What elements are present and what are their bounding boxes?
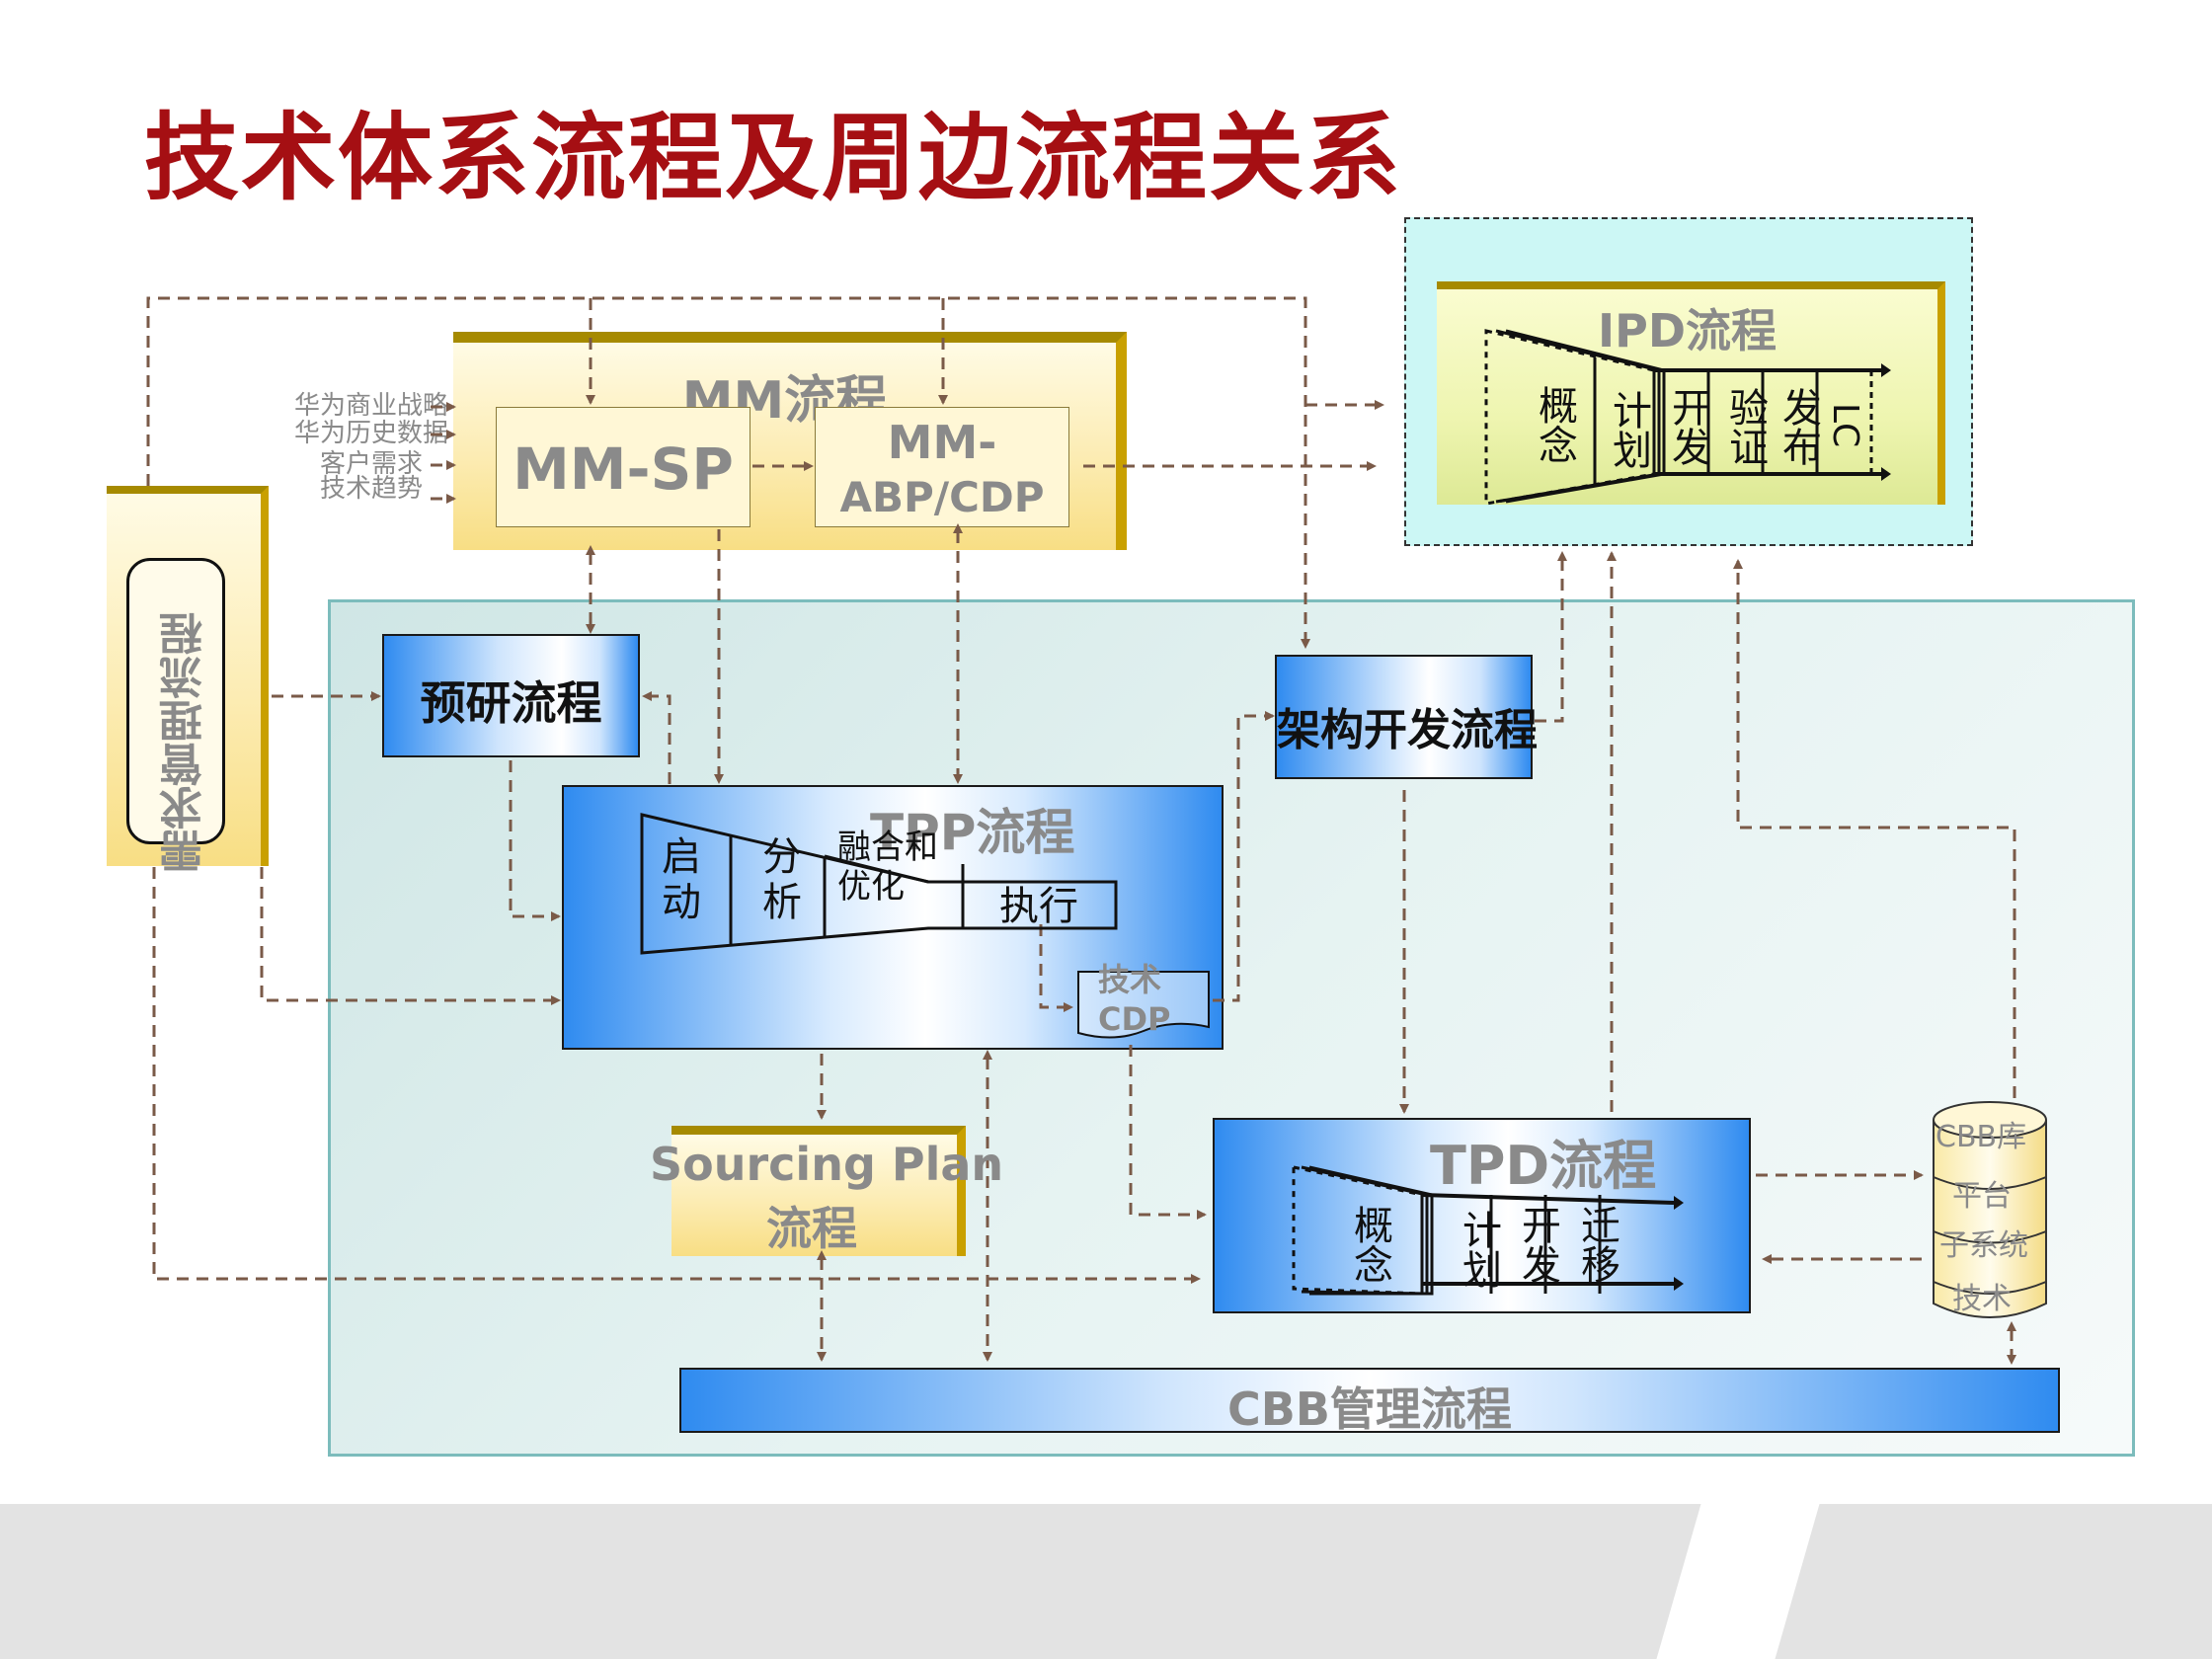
research-process-box[interactable]: 预研流程 (382, 634, 640, 757)
ipd-phase-develop: 开发 (1665, 387, 1710, 466)
tpp-title: TPP流程 (870, 804, 1075, 861)
mm-input-history: 华为历史数据 (294, 419, 449, 448)
tpd-funnel (1292, 1165, 1684, 1296)
arch-title: 架构开发流程 (1277, 705, 1538, 755)
cbb-mgmt-title: CBB管理流程 (1227, 1382, 1512, 1436)
tpd-phase-migrate: 迁移 (1574, 1205, 1620, 1284)
mm-sp-box[interactable]: MM-SP (496, 407, 750, 527)
cbb-db-platform: 平台 (1952, 1179, 2012, 1214)
ipd-process-box[interactable]: IPD流程 (1437, 281, 1945, 505)
demand-title: 需求管理流程 (160, 612, 210, 873)
mm-sp-label: MM-SP (513, 435, 734, 503)
research-title: 预研流程 (420, 676, 602, 730)
sourcing-line2: 流程 (766, 1202, 857, 1255)
ipd-phase-plan: 计划 (1606, 390, 1651, 469)
demand-process-box[interactable]: 需求管理流程 (107, 486, 269, 873)
ipd-phase-release: 发布 (1776, 387, 1821, 466)
ipd-title: IPD流程 (1597, 304, 1777, 357)
sourcing-line1: Sourcing Plan (650, 1138, 1004, 1191)
mm-input-strategy: 华为商业战略 (294, 391, 449, 421)
tpd-title: TPD流程 (1430, 1135, 1657, 1197)
cbb-database-icon[interactable] (1926, 1098, 2054, 1323)
tpp-cdp-label: 技术 CDP (1098, 961, 1171, 1038)
tpd-phase-develop: 开发 (1515, 1205, 1560, 1284)
page-title: 技术体系流程及周边流程关系 (144, 103, 1402, 213)
mm-abp-line2: ABP/CDP (839, 473, 1045, 521)
arch-process-box[interactable]: 架构开发流程 (1275, 655, 1538, 779)
tpp-phase-execute: 执行 (999, 884, 1078, 929)
tpp-phase-start: 启 动 (662, 834, 701, 925)
cbb-db-title: CBB库 (1936, 1120, 2027, 1154)
cbb-db-subsystem: 子系统 (1939, 1228, 2028, 1263)
cbb-db-tech: 技术 (1952, 1282, 2012, 1316)
footer-band (0, 1504, 2212, 1659)
mm-input-tech-trend: 技术趋势 (320, 474, 424, 504)
cbb-mgmt-process-box[interactable]: CBB管理流程 (679, 1368, 2060, 1436)
ipd-funnel (1484, 329, 1891, 506)
ipd-phase-verify: 验证 (1722, 387, 1768, 466)
tpd-process-box[interactable]: TPD流程 (1213, 1118, 1751, 1313)
tpd-phase-concept: 概念 (1347, 1205, 1392, 1284)
tpp-phase-optimize: 融合和 优化 (837, 828, 938, 907)
ipd-phase-concept: 概念 (1532, 385, 1577, 464)
mm-abp-box[interactable]: MM- ABP/CDP (815, 407, 1069, 527)
ipd-phase-lc: LC (1825, 403, 1865, 448)
mm-abp-line1: MM- (887, 416, 997, 469)
tpd-phase-plan: 计划 (1456, 1210, 1501, 1289)
tpp-phase-analysis: 分 析 (762, 834, 802, 925)
